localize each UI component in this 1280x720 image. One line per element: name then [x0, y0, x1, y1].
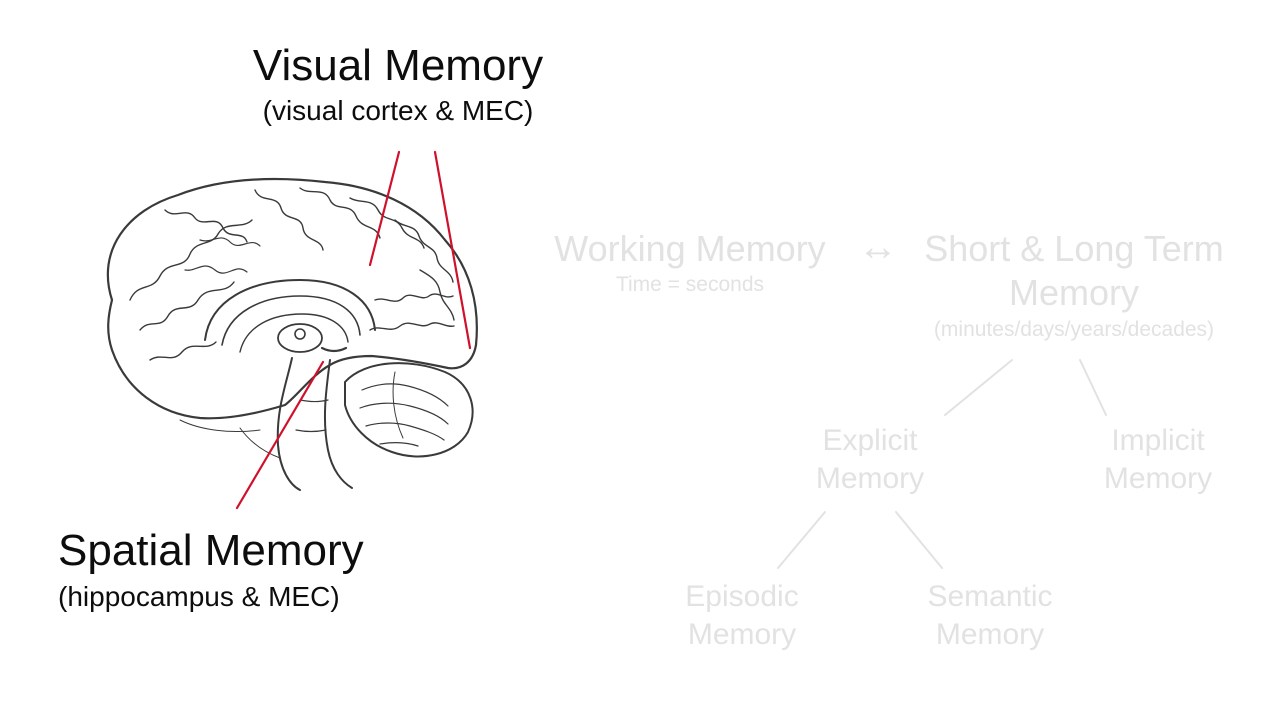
visual-pointer-line-1 [368, 150, 401, 267]
short-long-term-timescale: (minutes/days/years/decades) [933, 318, 1215, 341]
visual-pointer-line-2 [433, 150, 472, 350]
visual-memory-subtitle: (visual cortex & MEC) [262, 95, 534, 126]
working-memory-time: Time = seconds [615, 273, 765, 296]
implicit-memory-node: Implicit Memory [1068, 422, 1248, 498]
spatial-memory-subtitle: (hippocampus & MEC) [58, 581, 340, 612]
explicit-memory-node: Explicit Memory [780, 422, 960, 498]
bidirectional-arrow-icon: ↔ [858, 225, 898, 269]
visual-memory-title: Visual Memory [252, 41, 544, 90]
connector-slt-implicit [1079, 359, 1107, 416]
implicit-label-line2: Memory [1103, 462, 1213, 495]
pointer-lines [235, 150, 472, 510]
episodic-label-line1: Episodic [685, 580, 799, 613]
connector-slt-explicit [944, 359, 1013, 416]
brain-sagittal-sketch-icon [106, 177, 478, 491]
spatial-memory-title: Spatial Memory [58, 526, 364, 575]
episodic-memory-node: Episodic Memory [652, 578, 832, 654]
short-long-term-memory: Memory [1008, 272, 1139, 313]
spatial-pointer-line [235, 360, 325, 510]
connector-explicit-episodic [777, 511, 826, 569]
connector-explicit-semantic [895, 511, 943, 569]
working-memory-title: Working Memory [554, 228, 826, 269]
explicit-label-line2: Memory [815, 462, 925, 495]
short-long-term-title: Short & Long Term [924, 228, 1224, 269]
episodic-label-line2: Memory [687, 618, 797, 651]
semantic-memory-node: Semantic Memory [900, 578, 1080, 654]
semantic-label-line2: Memory [935, 618, 1045, 651]
explicit-label-line1: Explicit [822, 424, 918, 457]
implicit-label-line1: Implicit [1111, 424, 1205, 457]
tree-connectors [777, 359, 1107, 569]
semantic-label-line1: Semantic [927, 580, 1053, 613]
